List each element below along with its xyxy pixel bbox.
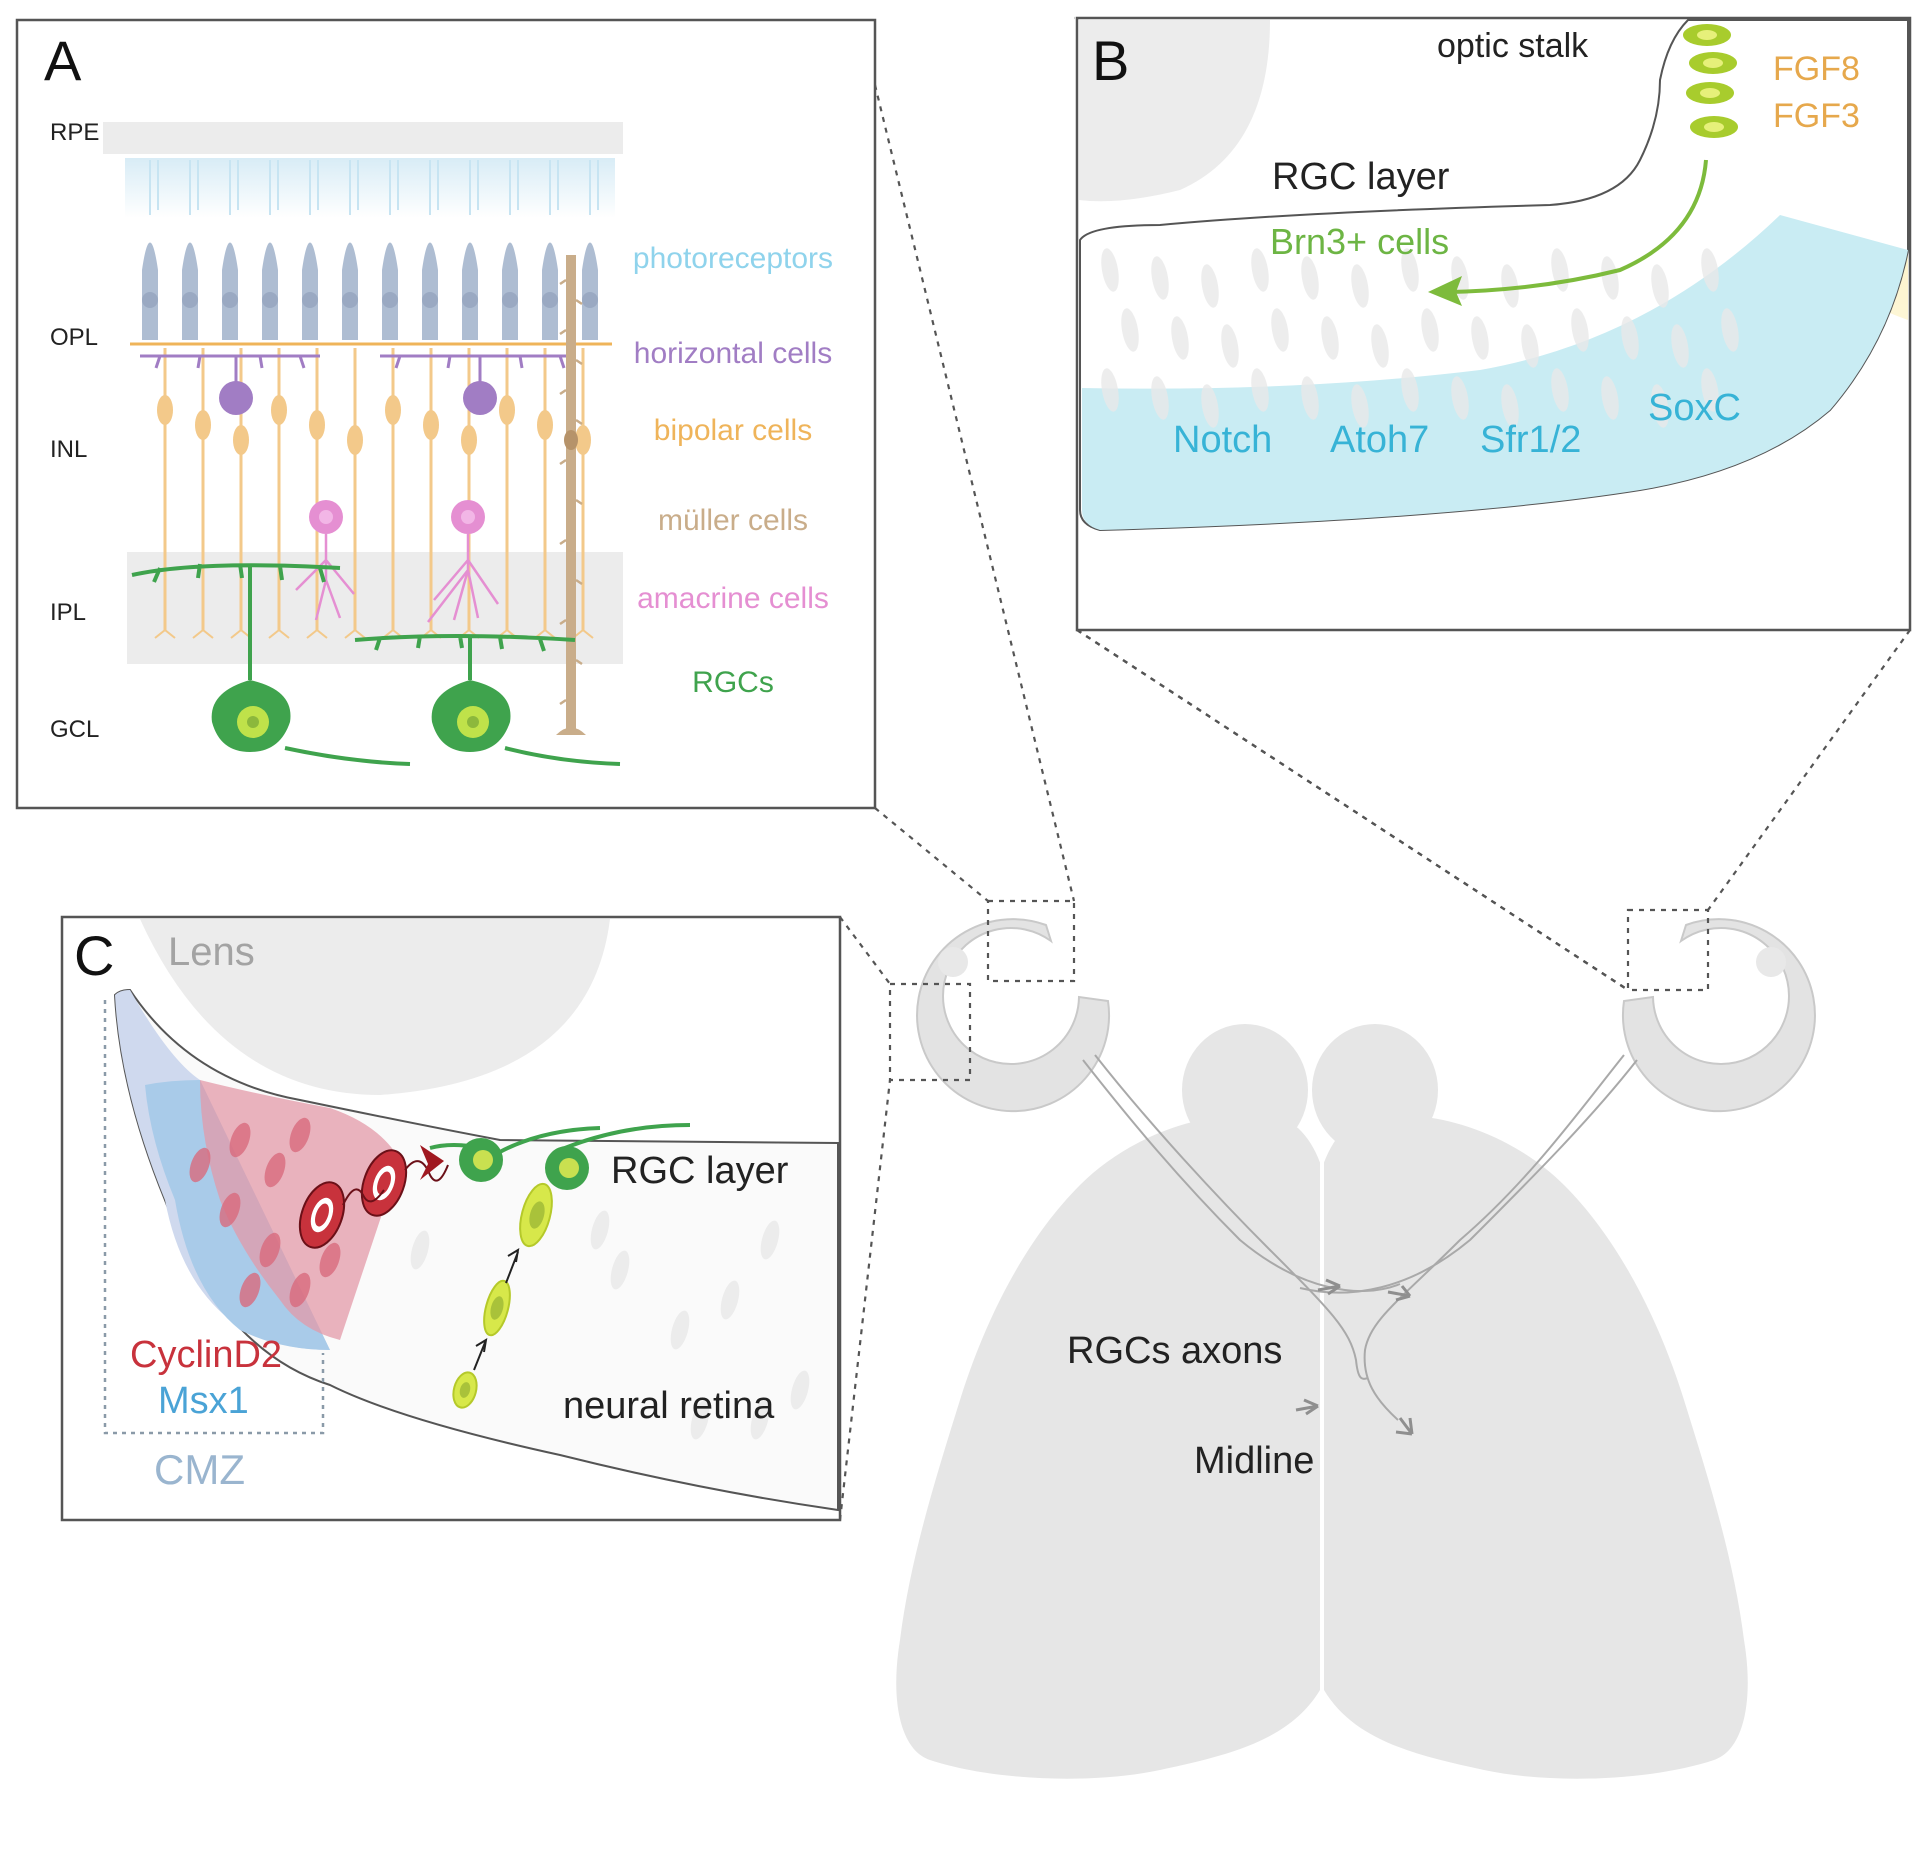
photoreceptor-cell [382, 160, 399, 340]
migrating-rgc-precursors [452, 1182, 553, 1409]
dividing-progenitor-cells [298, 1145, 449, 1249]
amacrine-cells [295, 500, 500, 623]
fgf-secreting-cells [1683, 24, 1738, 138]
layer-label-gcl: GCL [50, 716, 99, 743]
right-eye-cup [1621, 918, 1816, 1113]
photoreceptor-cell [142, 160, 159, 340]
photoreceptor-cells [142, 160, 599, 340]
rpe-band [103, 122, 623, 154]
horizontal-cell-body [219, 381, 253, 415]
rgc-cells [131, 563, 621, 766]
panel-a-letter: A [44, 29, 82, 92]
photoreceptor-cell [342, 160, 359, 340]
panel-c: C Lens RGC layer neural retina CyclinD2 … [60, 915, 842, 1522]
axon-terminal-icon [1387, 1285, 1412, 1302]
bipolar-cell [496, 348, 518, 639]
left-optic-nerve-inner [1094, 1054, 1369, 1380]
horizontal-cells [140, 354, 570, 415]
label-muller-cells: müller cells [658, 504, 808, 537]
photoreceptor-cell [262, 160, 279, 340]
cyclind2-domain [200, 1080, 400, 1340]
fgf3-label: FGF3 [1773, 97, 1860, 135]
muller-glia-cell [556, 255, 586, 735]
arrowhead-icon [420, 1145, 444, 1180]
panel-b: B optic stalk FGF8 FGF3 RGC layer Brn3+ … [1075, 16, 1912, 632]
zoom-box-a [986, 899, 1076, 983]
label-amacrine-cells: amacrine cells [637, 582, 829, 615]
cyclind2-label: CyclinD2 [130, 1334, 282, 1376]
lens-shape [1079, 20, 1270, 202]
optic-stalk-label: optic stalk [1437, 27, 1589, 65]
panel-c-letter: C [74, 924, 114, 987]
photoreceptor-cell [302, 160, 319, 340]
bipolar-cell [420, 348, 442, 639]
left-optic-nerve [1082, 1059, 1401, 1293]
layer-label-rpe: RPE [50, 119, 99, 146]
left-lens [938, 947, 968, 977]
photoreceptor-cell [542, 160, 559, 340]
panel-a: A [15, 18, 877, 810]
brn3-migration-arrow [1449, 159, 1708, 294]
zoom-guides [838, 84, 1911, 1521]
rgc-axons-label: RGCs axons [1067, 1330, 1282, 1372]
brn3-label: Brn3+ cells [1270, 221, 1449, 262]
right-brain-hemisphere [1301, 1115, 1748, 1779]
label-bipolar-cells: bipolar cells [654, 414, 812, 447]
axon-terminal-icon [1395, 1417, 1414, 1436]
axon-terminal-icon [1317, 1278, 1341, 1296]
neural-retina-label: neural retina [563, 1385, 775, 1427]
gene-atoh7: Atoh7 [1330, 419, 1429, 461]
label-horizontal-cells: horizontal cells [634, 337, 832, 370]
horizontal-cell-body [463, 381, 497, 415]
midline-label: Midline [1194, 1440, 1314, 1482]
photoreceptor-cell [222, 160, 239, 340]
bipolar-cell [344, 348, 366, 639]
zoom-box-b [1626, 908, 1710, 992]
outer-segments [125, 158, 615, 218]
right-optic-nerve [1299, 1059, 1638, 1294]
right-lens [1756, 947, 1786, 977]
gene-sfr12: Sfr1/2 [1480, 419, 1581, 461]
b-rgc-layer-label: RGC layer [1272, 156, 1450, 198]
photoreceptor-cell [502, 160, 519, 340]
bipolar-cell [534, 348, 556, 639]
label-rgcs: RGCs [692, 666, 774, 699]
lens-shape [140, 919, 610, 1095]
left-eye-cup [916, 918, 1111, 1113]
layer-label-ipl: IPL [50, 599, 86, 626]
bipolar-cell [268, 348, 290, 639]
bipolar-cell [192, 348, 214, 639]
gene-notch: Notch [1173, 419, 1272, 461]
lens-label: Lens [168, 930, 255, 974]
photoreceptor-cell [462, 160, 479, 340]
layer-label-inl: INL [50, 436, 87, 463]
progenitor-zone [1082, 215, 1908, 530]
gene-soxc: SoxC [1648, 387, 1741, 429]
right-optic-nerve-inner [1363, 1054, 1625, 1421]
layer-label-opl: OPL [50, 324, 98, 351]
brain-diagram: RGCs axons Midline [896, 918, 1816, 1779]
bipolar-cell [306, 348, 328, 639]
bipolar-cell [572, 348, 594, 639]
c-rgc-layer-label: RGC layer [611, 1150, 789, 1192]
panel-b-letter: B [1092, 29, 1129, 92]
photoreceptor-cell [422, 160, 439, 340]
c-rgc-cells [429, 1123, 691, 1190]
cmz-dotted-bracket [103, 1000, 325, 1435]
label-photoreceptors: photoreceptors [633, 242, 833, 275]
fgf8-label: FGF8 [1773, 50, 1860, 88]
cmz-label: CMZ [154, 1446, 245, 1493]
arrowhead-icon [1428, 276, 1462, 306]
msx1-label: Msx1 [158, 1380, 249, 1422]
axon-terminal-icon [1295, 1398, 1319, 1416]
photoreceptor-cell [582, 160, 599, 340]
photoreceptor-cell [182, 160, 199, 340]
cmz-cells [189, 1117, 810, 1440]
bipolar-cell [154, 348, 176, 639]
left-brain-hemisphere [896, 1115, 1343, 1779]
